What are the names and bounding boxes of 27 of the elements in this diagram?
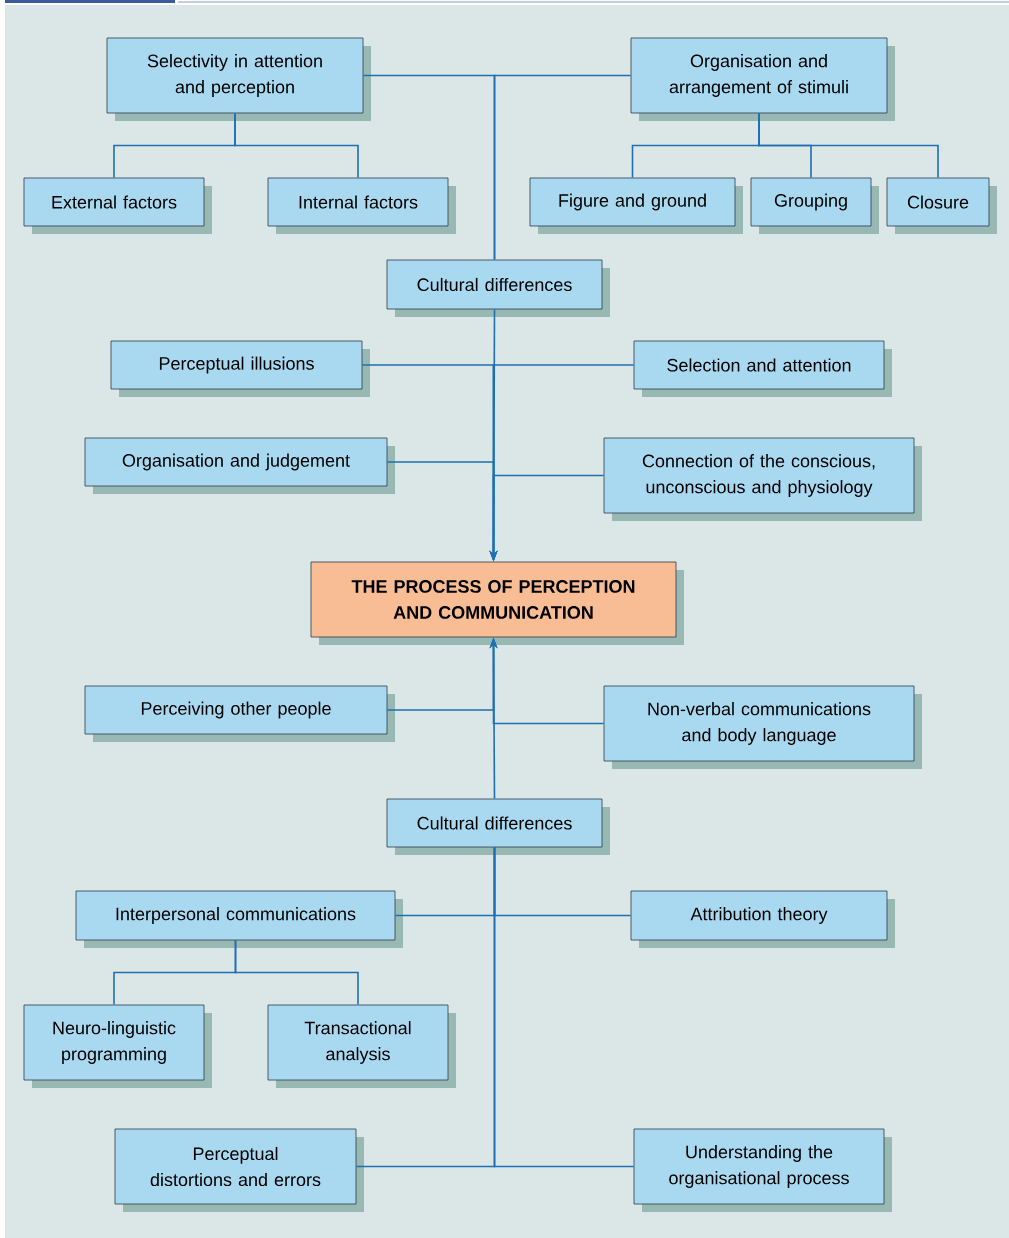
topic-box: Connection of the conscious, unconscious and physiology	[603, 437, 922, 521]
topic-box: Understanding the organisational process	[633, 1128, 892, 1212]
topic-box: Attribution theory	[630, 890, 895, 948]
topic-box: Cultural differences	[386, 798, 610, 855]
connector	[493, 846, 635, 1168]
topic-box: Perceptual illusions	[110, 340, 370, 397]
topic-box: Figure and ground	[529, 177, 743, 234]
connector	[234, 112, 359, 179]
topic-box: Organisation and arrangement of stimuli	[630, 37, 895, 121]
topic-box: Non-verbal communications and body language	[603, 685, 922, 769]
topic-box: Interpersonal communications	[75, 890, 403, 948]
connector	[758, 112, 939, 179]
topic-box: Transactional analysis	[267, 1004, 456, 1088]
topic-box: Cultural differences	[386, 259, 610, 317]
topic-box: Perceptual distortions and errors	[114, 1128, 364, 1212]
topic-box: Selection and attention	[633, 340, 892, 397]
topic-box: Grouping	[750, 177, 879, 234]
topic-box: Neuro-linguistic programming	[23, 1004, 212, 1088]
connector	[234, 939, 359, 1006]
topic-box: Closure	[886, 177, 997, 234]
topic-box: Internal factors	[267, 177, 456, 234]
connector	[493, 74, 632, 261]
topic-box: Organisation and judgement	[84, 437, 395, 494]
topic-box: External factors	[23, 177, 212, 234]
topic-box: Selectivity in attention and perception	[106, 37, 371, 121]
title-box: THE PROCESS OF PERCEPTION AND COMMUNICATION	[310, 561, 684, 645]
topic-box: Perceiving other people	[84, 685, 395, 742]
